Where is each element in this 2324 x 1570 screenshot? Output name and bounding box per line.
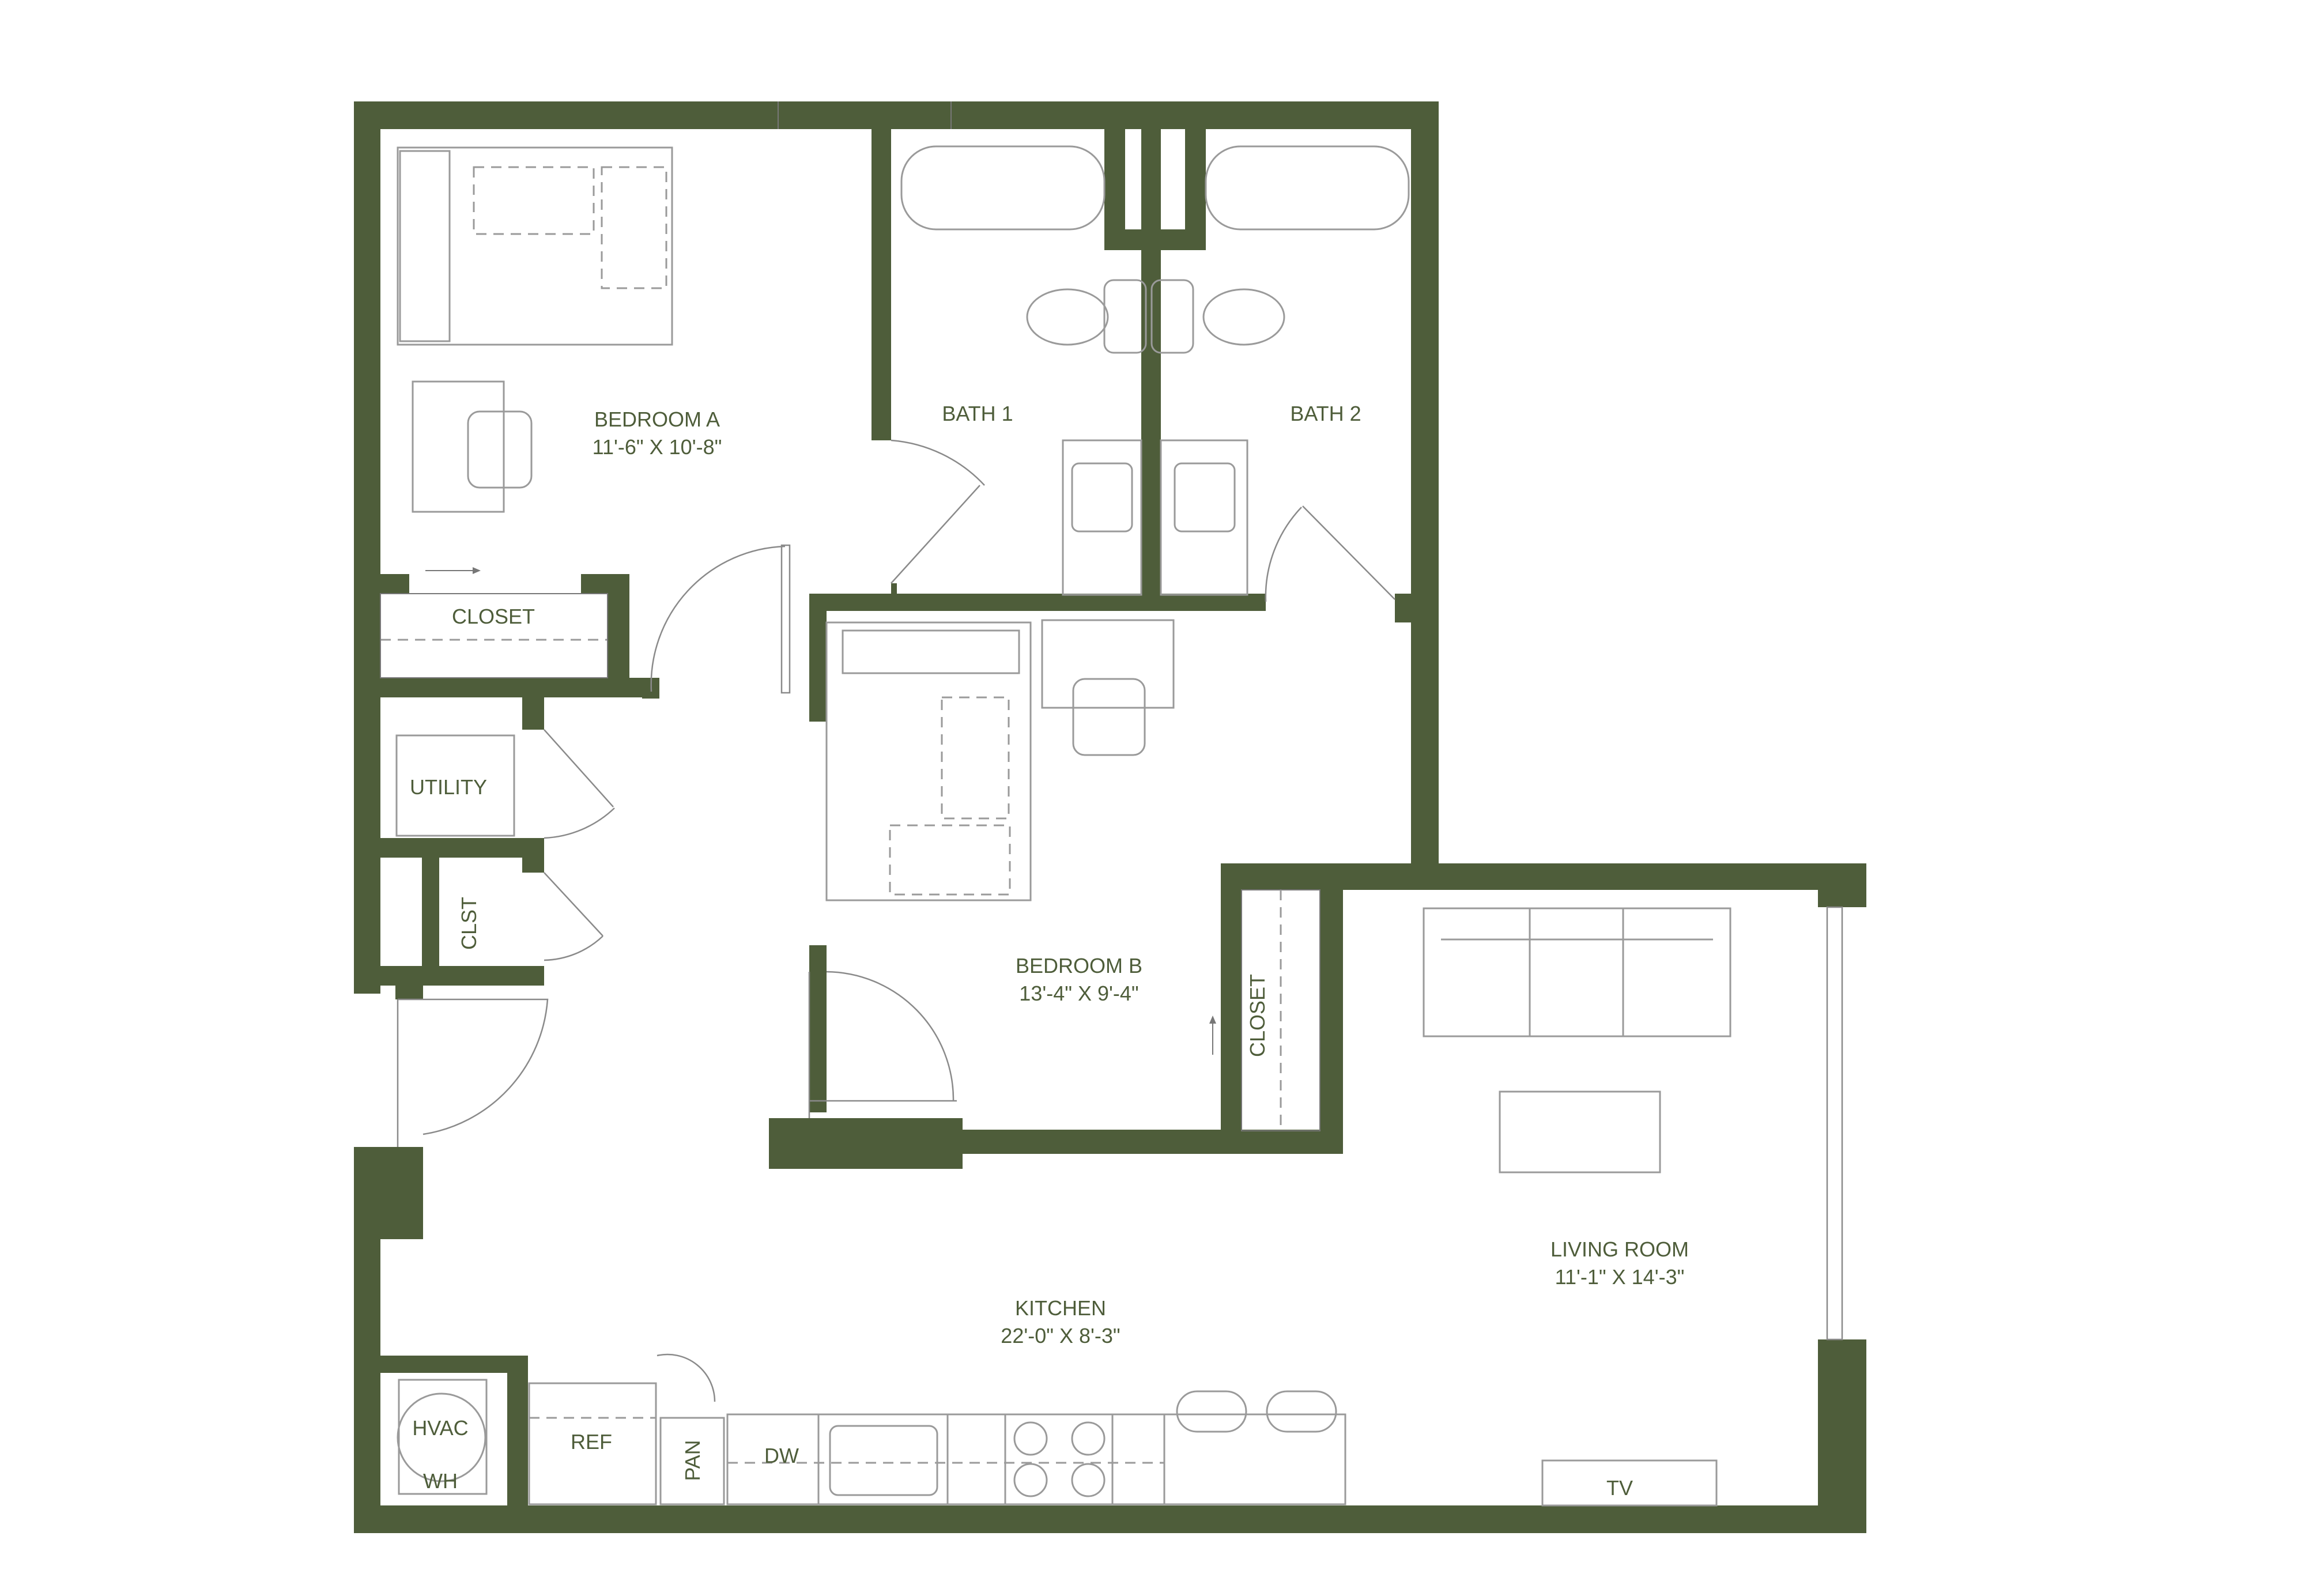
- hvac-label: HVAC: [412, 1416, 468, 1440]
- fixture-labels: CLOSET UTILITY CLST CLOSET HVAC WH REF P…: [410, 605, 1633, 1500]
- clst-label: CLST: [457, 897, 481, 950]
- closet-b-label: CLOSET: [1246, 974, 1269, 1057]
- dw-label: DW: [764, 1444, 799, 1467]
- living-room-dims: 11'-1" X 14'-3": [1555, 1265, 1685, 1289]
- bedroom-b-dims: 13'-4" X 9'-4": [1019, 982, 1138, 1005]
- bedroom-a-name: BEDROOM A: [594, 407, 720, 431]
- bedroom-b-name: BEDROOM B: [1016, 954, 1142, 978]
- utility-label: UTILITY: [410, 775, 487, 799]
- kitchen-dims: 22'-0" X 8'-3": [1001, 1324, 1120, 1348]
- bath-2-name: BATH 2: [1290, 402, 1361, 425]
- wh-label: WH: [423, 1469, 458, 1493]
- walls: [354, 101, 1866, 1533]
- kitchen-name: KITCHEN: [1015, 1296, 1106, 1320]
- tv-label: TV: [1606, 1476, 1633, 1500]
- doors: [397, 101, 1843, 1402]
- room-labels: BEDROOM A 11'-6" X 10'-8" BATH 1 BATH 2 …: [593, 402, 1689, 1348]
- bath-1-name: BATH 1: [942, 402, 1013, 425]
- ref-label: REF: [571, 1430, 612, 1454]
- closet-a-label: CLOSET: [452, 605, 535, 628]
- furniture: [380, 145, 1731, 1507]
- living-room-name: LIVING ROOM: [1550, 1237, 1689, 1261]
- pan-label: PAN: [681, 1440, 704, 1481]
- bedroom-a-dims: 11'-6" X 10'-8": [593, 435, 722, 459]
